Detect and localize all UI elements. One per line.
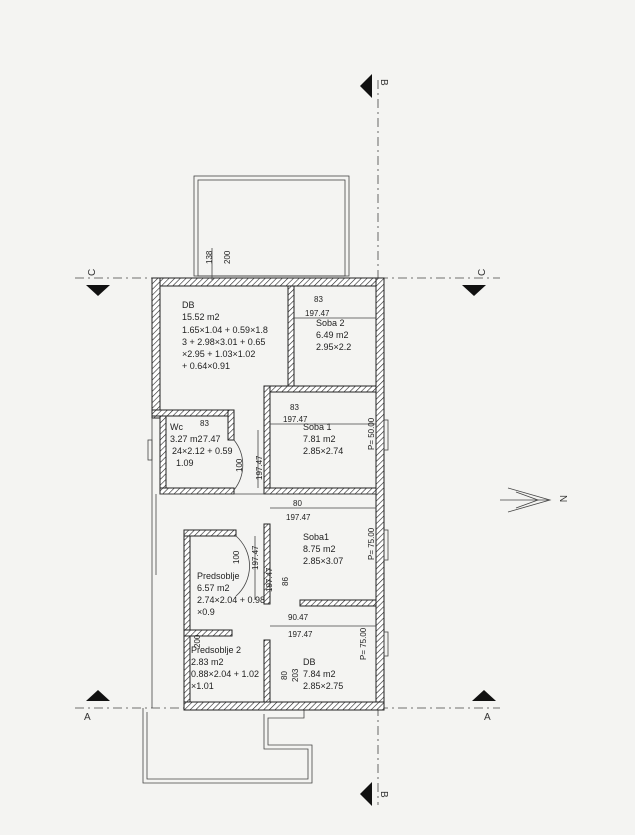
dim-197-47a: 197.47 (305, 309, 330, 318)
entry-steps-inner (146, 712, 309, 780)
window-right-1 (383, 419, 389, 451)
room-wc-name: Wc (170, 422, 183, 432)
wall-wc-bottom (159, 487, 235, 495)
dim-200: 200 (223, 250, 232, 264)
north-label: N (557, 495, 568, 502)
dim-83a: 83 (314, 295, 323, 304)
terrace-top (193, 175, 350, 277)
wall-wc-right (227, 409, 235, 441)
room-soba1b-dims: 2.85×3.07 (303, 556, 343, 566)
window-right-2 (383, 529, 389, 561)
door-arc-1 (233, 439, 244, 491)
room-predsoblje2-formula-2: ×1.01 (191, 681, 214, 691)
section-marker-b-bottom (360, 782, 372, 806)
door-arc-2 (235, 535, 250, 597)
dim-86: 86 (281, 577, 290, 586)
dim-p75b: P= 75.00 (359, 627, 368, 660)
wall-soba1-left (263, 385, 271, 491)
dim-80b: 80 (280, 671, 289, 680)
wall-soba1-bottom (263, 487, 377, 495)
section-marker-c-right (462, 285, 486, 296)
dim-100a: 100 (235, 458, 244, 472)
dim-197-47f: 197.47 (265, 567, 274, 592)
north-arrow-icon: N (500, 487, 568, 513)
dim-100b: 100 (232, 550, 241, 564)
dim-197-47e: 197.47 (251, 545, 260, 570)
room-predsoblje-area: 6.57 m2 (197, 583, 230, 593)
window-right-3 (383, 631, 389, 657)
room-soba2-name: Soba 2 (316, 318, 345, 328)
dim-p50: P= 50.00 (367, 417, 376, 450)
entry-steps (142, 708, 313, 784)
section-marker-c-left (86, 285, 110, 296)
room-db-small-dims: 2.85×2.75 (303, 681, 343, 691)
room-soba1b-area: 8.75 m2 (303, 544, 336, 554)
section-marker-a-left (86, 690, 110, 701)
room-soba1a-name: Soba 1 (303, 422, 332, 432)
room-soba1b-name: Soba1 (303, 532, 329, 542)
dim-197-47c: 197.47 (255, 455, 264, 480)
dim-83b: 83 (290, 403, 299, 412)
dim-90-47: 90.47 (288, 613, 309, 622)
dim-197-47d: 197.47 (286, 513, 311, 522)
wall-predsoblje-left (183, 529, 191, 703)
room-db-name: DB (182, 300, 195, 310)
room-predsoblje2-area: 2.83 m2 (191, 657, 224, 667)
room-wc-area: 3.27 m2 (170, 434, 203, 444)
wall-outer-top (151, 277, 385, 287)
wall-soba1b-left (263, 523, 271, 605)
room-soba2-dims: 2.95×2.2 (316, 342, 351, 352)
section-marker-a-right (472, 690, 496, 701)
room-soba2-area: 6.49 m2 (316, 330, 349, 340)
wall-predsoblje-top (183, 529, 237, 537)
wall-db-bottom (151, 409, 235, 417)
axis-label-a-left: A (84, 712, 91, 723)
wall-soba1b-bottom (299, 599, 377, 607)
wall-outer-bottom (183, 701, 385, 711)
terrace-top-inner (197, 179, 346, 277)
room-predsoblje-formula-2: ×0.9 (197, 607, 215, 617)
wall-wc-left (159, 415, 167, 493)
section-marker-b-top (360, 74, 372, 98)
wall-pred2-top (183, 629, 233, 637)
dim-197-47b: 197.47 (283, 415, 308, 424)
dim-83c: 83 (200, 419, 209, 428)
dim-197-47g: 197.47 (288, 630, 313, 639)
wall-db-small-left (263, 639, 271, 703)
axis-label-c-right: C (477, 269, 488, 276)
room-predsoblje-name: Predsoblje (197, 571, 240, 581)
room-db-formula-1: 1.65×1.04 + 0.59×1.8 (182, 325, 268, 335)
room-soba1a-dims: 2.85×2.74 (303, 446, 343, 456)
wall-soba2-soba1 (267, 385, 377, 393)
room-soba1a-area: 7.81 m2 (303, 434, 336, 444)
room-db-area: 15.52 m2 (182, 312, 220, 322)
room-wc-formula-2: 24×2.12 + 0.59 (172, 446, 233, 456)
room-db-small-name: DB (303, 657, 316, 667)
room-db-formula-3: ×2.95 + 1.03×1.02 (182, 349, 255, 359)
room-predsoblje2-name: Predsoblje 2 (191, 645, 241, 655)
wall-outer-right (375, 277, 385, 711)
room-db-formula-2: 3 + 2.98×3.01 + 0.65 (182, 337, 265, 347)
dim-80a: 80 (293, 499, 302, 508)
dim-138: 138 (205, 250, 214, 264)
room-predsoblje-formula-1: 2.74×2.04 + 0.98 (197, 595, 265, 605)
window-left-wc (147, 439, 153, 461)
dim-203: 203 (291, 668, 300, 682)
dim-200b: 200 (193, 634, 202, 648)
axis-label-b-bottom: B (378, 791, 389, 798)
room-predsoblje2-formula-1: 0.88×2.04 + 1.02 (191, 669, 259, 679)
room-db-formula-4: + 0.64×0.91 (182, 361, 230, 371)
axis-label-a-right: A (484, 712, 491, 723)
dim-p75a: P= 75.00 (367, 527, 376, 560)
axis-label-b-top: B (378, 79, 389, 86)
room-wc-formula-1: 7.47 (203, 434, 221, 444)
wall-db-soba2 (287, 285, 295, 387)
wall-outer-left (151, 277, 161, 419)
room-wc-formula-3: 1.09 (176, 458, 194, 468)
room-db-small-area: 7.84 m2 (303, 669, 336, 679)
axis-label-c-left: C (87, 269, 98, 276)
